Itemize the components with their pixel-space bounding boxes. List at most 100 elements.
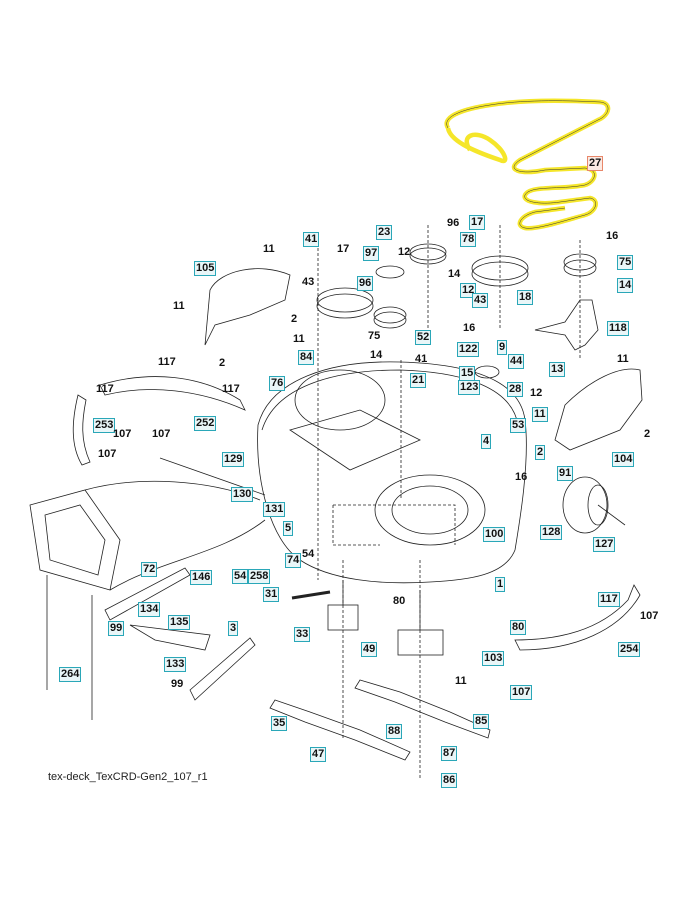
part-callout-74[interactable]: 74 xyxy=(285,553,302,568)
part-callout-11: 11 xyxy=(617,353,629,365)
part-callout-96[interactable]: 96 xyxy=(357,276,374,291)
part-callout-18[interactable]: 18 xyxy=(517,290,534,305)
part-callout-17[interactable]: 17 xyxy=(469,215,486,230)
part-callout-41: 41 xyxy=(415,353,428,365)
part-callout-16: 16 xyxy=(606,230,619,242)
part-callout-104[interactable]: 104 xyxy=(612,452,635,467)
part-callout-15[interactable]: 15 xyxy=(459,366,476,381)
part-callout-16: 16 xyxy=(463,322,476,334)
part-callout-128[interactable]: 128 xyxy=(540,525,563,540)
belt-cover-part-105 xyxy=(204,268,291,346)
part-callout-43[interactable]: 43 xyxy=(472,293,489,308)
part-callout-11: 11 xyxy=(173,300,185,312)
wheel-part-128 xyxy=(562,476,626,534)
part-callout-11[interactable]: 11 xyxy=(532,407,548,422)
part-callout-35[interactable]: 35 xyxy=(271,716,288,731)
pulley-part-44 xyxy=(474,365,500,379)
part-callout-4[interactable]: 4 xyxy=(481,434,492,449)
part-callout-2: 2 xyxy=(219,357,226,369)
spring-part-31 xyxy=(291,590,331,600)
part-callout-107: 107 xyxy=(640,610,659,622)
part-callout-31[interactable]: 31 xyxy=(263,587,280,602)
part-callout-11: 11 xyxy=(455,675,467,687)
part-callout-5[interactable]: 5 xyxy=(283,521,294,536)
part-callout-75: 75 xyxy=(368,330,381,342)
part-callout-78[interactable]: 78 xyxy=(460,232,477,247)
part-callout-254[interactable]: 254 xyxy=(618,642,641,657)
part-callout-91[interactable]: 91 xyxy=(557,466,574,481)
part-callout-100[interactable]: 100 xyxy=(483,527,506,542)
part-callout-75[interactable]: 75 xyxy=(617,255,634,270)
part-callout-47[interactable]: 47 xyxy=(310,747,327,762)
part-callout-44[interactable]: 44 xyxy=(508,354,525,369)
part-callout-53[interactable]: 53 xyxy=(510,418,527,433)
part-callout-49[interactable]: 49 xyxy=(361,642,378,657)
part-callout-99[interactable]: 99 xyxy=(108,621,125,636)
part-callout-41[interactable]: 41 xyxy=(303,232,320,247)
lift-link-part-99b xyxy=(189,637,256,701)
part-callout-97[interactable]: 97 xyxy=(363,246,380,261)
part-callout-122[interactable]: 122 xyxy=(457,342,480,357)
part-callout-72[interactable]: 72 xyxy=(141,562,158,577)
bumper-part-253 xyxy=(72,394,91,466)
part-callout-80: 80 xyxy=(393,595,406,607)
part-callout-14[interactable]: 14 xyxy=(617,278,634,293)
part-callout-117: 117 xyxy=(96,383,114,395)
part-callout-86[interactable]: 86 xyxy=(441,773,458,788)
part-callout-17: 17 xyxy=(337,243,350,255)
belt-cover-part-104 xyxy=(554,368,643,451)
part-callout-27[interactable]: 27 xyxy=(587,156,604,171)
part-callout-253[interactable]: 253 xyxy=(93,418,116,433)
part-callout-129[interactable]: 129 xyxy=(222,452,245,467)
part-callout-130[interactable]: 130 xyxy=(231,487,254,502)
bracket-part-133 xyxy=(129,624,211,651)
part-callout-252[interactable]: 252 xyxy=(194,416,217,431)
part-callout-133[interactable]: 133 xyxy=(164,657,187,672)
part-callout-80[interactable]: 80 xyxy=(510,620,527,635)
part-callout-76[interactable]: 76 xyxy=(269,376,286,391)
part-callout-118[interactable]: 118 xyxy=(607,321,629,336)
part-callout-107: 107 xyxy=(98,448,117,460)
part-callout-11: 11 xyxy=(293,333,305,345)
part-callout-52[interactable]: 52 xyxy=(415,330,432,345)
part-callout-87[interactable]: 87 xyxy=(441,746,458,761)
part-callout-11: 11 xyxy=(263,243,275,255)
part-callout-13[interactable]: 13 xyxy=(549,362,566,377)
part-callout-117: 117 xyxy=(222,383,240,395)
part-callout-1[interactable]: 1 xyxy=(495,577,506,592)
part-callout-88[interactable]: 88 xyxy=(386,724,403,739)
part-callout-21[interactable]: 21 xyxy=(410,373,427,388)
part-callout-2: 2 xyxy=(644,428,651,440)
part-callout-16: 16 xyxy=(515,471,528,483)
part-callout-54[interactable]: 54 xyxy=(232,569,249,584)
part-callout-135[interactable]: 135 xyxy=(168,615,191,630)
blade-part-85 xyxy=(354,679,491,739)
part-callout-2: 2 xyxy=(291,313,298,325)
part-callout-264[interactable]: 264 xyxy=(59,667,82,682)
part-callout-84[interactable]: 84 xyxy=(298,350,315,365)
part-callout-134[interactable]: 134 xyxy=(138,602,161,617)
part-callout-107[interactable]: 107 xyxy=(510,685,533,700)
part-callout-103[interactable]: 103 xyxy=(482,651,505,666)
part-callout-105[interactable]: 105 xyxy=(194,261,217,276)
part-callout-12: 12 xyxy=(530,387,543,399)
idler-pulley-part-75 xyxy=(373,306,407,329)
part-callout-33[interactable]: 33 xyxy=(294,627,311,642)
part-callout-117[interactable]: 117 xyxy=(598,592,620,607)
part-callout-107: 107 xyxy=(113,428,132,440)
idler-pulley-part-97 xyxy=(375,265,405,279)
part-callout-54: 54 xyxy=(302,548,315,560)
part-callout-258[interactable]: 258 xyxy=(248,569,271,584)
part-callout-146[interactable]: 146 xyxy=(190,570,213,585)
part-callout-85[interactable]: 85 xyxy=(473,714,490,729)
part-callout-28[interactable]: 28 xyxy=(507,382,524,397)
part-callout-9[interactable]: 9 xyxy=(497,340,508,355)
part-callout-131[interactable]: 131 xyxy=(263,502,286,517)
part-callout-123[interactable]: 123 xyxy=(458,380,481,395)
part-callout-2[interactable]: 2 xyxy=(535,445,546,460)
part-callout-23[interactable]: 23 xyxy=(376,225,393,240)
discharge-chute-part-72 xyxy=(29,480,266,591)
part-callout-3[interactable]: 3 xyxy=(228,621,239,636)
part-callout-127[interactable]: 127 xyxy=(593,537,616,552)
